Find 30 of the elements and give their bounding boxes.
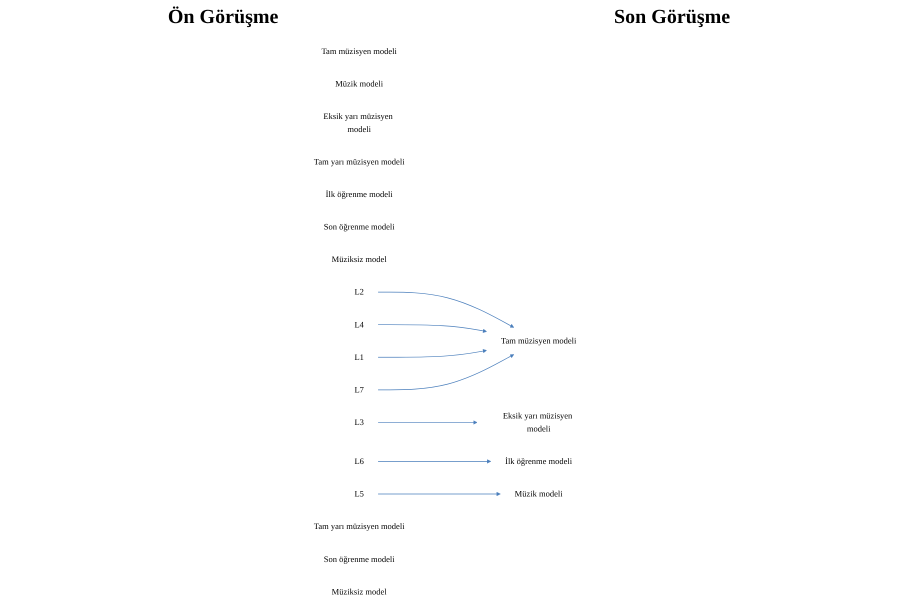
model-label: Son öğrenme modeli [324,222,395,232]
model-label: Eksik yarı müzisyen modeli [502,411,572,434]
model-label: Müziksiz model [332,586,387,596]
model-label: L5 [354,489,364,498]
model-label: L6 [354,456,364,466]
model-label: İlk öğrenme modeli [505,456,572,466]
model-label: Müzik modeli [335,78,384,88]
model-label: Müzik modeli [514,489,563,498]
model-label: Müziksiz model [332,254,387,264]
arrow [378,292,514,328]
arrow [378,420,478,425]
model-label: L4 [354,320,364,330]
model-label: L1 [354,352,364,362]
model-label: İlk öğrenme modeli [326,189,393,199]
model-label: Tam müzisyen modeli [322,46,397,56]
arrow [378,354,514,390]
arrow [378,492,501,496]
model-label: L7 [354,384,364,394]
column-heading: Ön Görüşme [168,6,278,28]
model-label: L2 [354,287,364,297]
model-label: Tam müzisyen modeli [501,336,576,346]
column-heading: Son Görüşme [614,6,730,28]
model-label: Tam yarı müzisyen modeli [314,522,405,532]
model-label: Eksik yarı müzisyen modeli [324,111,393,134]
arrow [378,459,492,464]
model-label: L3 [354,418,364,427]
arrow [378,349,488,358]
model-label: Tam yarı müzisyen modeli [314,156,405,166]
model-label: Son öğrenme modeli [324,554,395,564]
arrow [378,324,488,333]
